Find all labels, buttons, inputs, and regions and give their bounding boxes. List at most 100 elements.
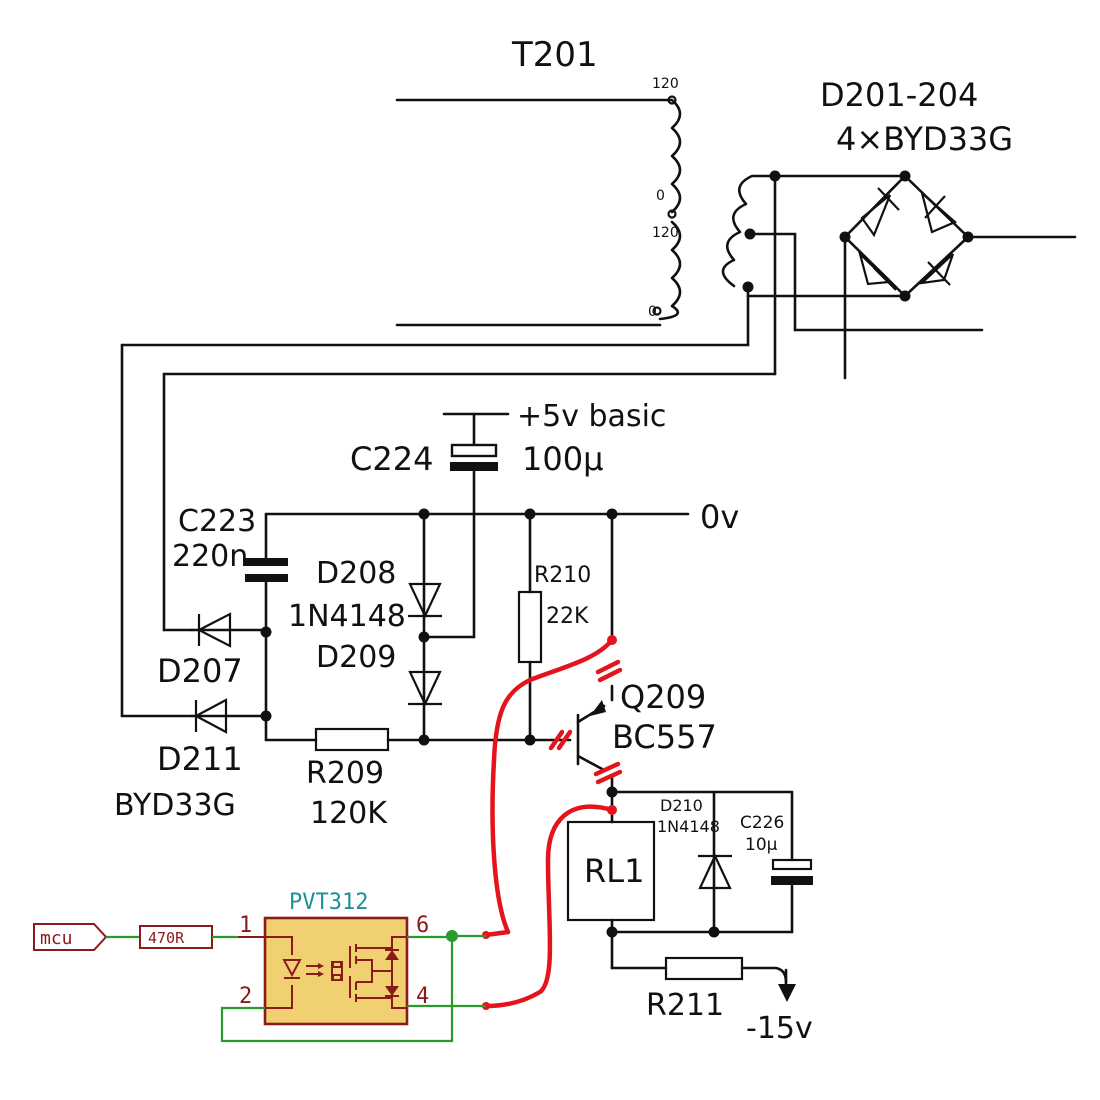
- d210-node: [708, 926, 720, 938]
- c223-node-d207: [260, 626, 272, 638]
- tap-mid-b-label: 120: [652, 225, 679, 241]
- pin2-label: 2: [239, 984, 252, 1009]
- pvt312-internals: [265, 936, 407, 1009]
- tap-mid-dot: [667, 209, 677, 219]
- d207-ref-label: D207: [157, 652, 243, 690]
- resistor-470r-label: 470R: [148, 929, 185, 947]
- r211: R211 -15v: [610, 956, 813, 1046]
- red-cut-e1: [595, 659, 621, 675]
- modification-red: [482, 635, 623, 1010]
- c224-plate-solid: [450, 462, 498, 471]
- c224-ref-label: C224: [350, 440, 433, 478]
- c223-plate-1: [245, 558, 288, 566]
- q209-ref-label: Q209: [620, 678, 706, 716]
- d210-part-label: 1N4148: [657, 817, 720, 836]
- bridge-node-bottom: [899, 290, 911, 302]
- d208-d209-node: [418, 631, 430, 643]
- d208-triangle: [408, 582, 442, 619]
- d208-d209: D208 1N4148 D209: [288, 512, 442, 746]
- r211-ref-label: R211: [646, 988, 724, 1023]
- bridge-diode-4: [918, 253, 955, 286]
- d207: D207: [157, 612, 268, 690]
- bridge-diode-1: [860, 187, 900, 238]
- d209-ref-label: D209: [316, 640, 396, 675]
- red-cut-b1: [548, 729, 565, 751]
- bridge-d201-204: D201-204 4×BYD33G: [746, 76, 1077, 380]
- tap-bot-label: 0: [648, 304, 657, 320]
- mcu-port: [33, 923, 108, 951]
- t201-label: T201: [511, 35, 598, 75]
- pvt312-label: PVT312: [289, 890, 368, 915]
- c226-ref-label: C226: [740, 813, 784, 833]
- d209-triangle: [408, 670, 442, 707]
- red-cut-c2: [595, 769, 623, 785]
- mcu-label: mcu: [40, 928, 73, 949]
- d211: D211 BYD33G: [114, 698, 268, 823]
- mcu-drive-circuit: mcu 470R PVT312 1 2 6 4: [33, 890, 486, 1043]
- red-cut-b2: [556, 729, 573, 751]
- bridge-diode-2: [920, 189, 958, 234]
- d208-part-label: 1N4148: [288, 599, 406, 634]
- primary-winding-lower: [658, 220, 682, 321]
- tap-bot-dot: [652, 306, 662, 316]
- c224-rail-label: +5v basic: [517, 399, 666, 434]
- r211-body: [664, 956, 744, 981]
- r210: R210 22K: [517, 512, 591, 742]
- primary-winding-upper: [670, 98, 682, 214]
- pin6-label: 6: [416, 913, 429, 938]
- rail-neg15-arrow: [778, 984, 796, 1002]
- c223: C223 220n: [172, 504, 288, 742]
- relay-section: RL1 D210 1N4148 C226 10µ: [566, 790, 813, 970]
- bridge-node-top: [899, 170, 911, 182]
- secondary-winding: [721, 174, 777, 288]
- bridge-ref-label: D201-204: [820, 76, 978, 114]
- r210-body: [517, 590, 543, 664]
- c226-plate-solid: [771, 876, 813, 885]
- red-end-a-stub: [483, 929, 511, 938]
- q209-collector-leg: [576, 754, 606, 772]
- r211-wire-right: [740, 966, 788, 984]
- bridge-diamond: [843, 174, 970, 298]
- d211-triangle: [193, 698, 228, 734]
- c224-plate-open: [450, 443, 498, 458]
- red-wire-b: [483, 804, 615, 1009]
- d211-part-label: BYD33G: [114, 788, 236, 823]
- c223-plate-2: [245, 574, 288, 582]
- d208-ref-label: D208: [316, 556, 396, 591]
- d210-triangle: [698, 853, 732, 890]
- c226-plate-open: [771, 858, 813, 871]
- q209-emitter-arrow: [590, 700, 606, 716]
- tap-top-dot: [667, 95, 677, 105]
- feed-wires: [120, 174, 777, 718]
- d211-ref-label: D211: [157, 740, 243, 778]
- pin1-label: 1: [239, 913, 252, 938]
- rail-neg15-label: -15v: [746, 1011, 813, 1046]
- d207-triangle: [196, 612, 232, 648]
- q209-part-label: BC557: [612, 718, 717, 756]
- pin4-label: 4: [416, 984, 429, 1009]
- r209-body: [314, 727, 390, 752]
- r209: R209 120K: [264, 727, 572, 831]
- rail-0v-label: 0v: [700, 498, 739, 536]
- c224-value-label: 100µ: [522, 440, 603, 478]
- tap-top-label: 120: [652, 76, 679, 92]
- c223-value-label: 220n: [172, 539, 248, 574]
- red-wire-a: [490, 637, 615, 935]
- pin2-return-loop: [220, 936, 454, 1043]
- red-cut-e2: [597, 667, 623, 683]
- transformer-t201: T201 120 0 120 0: [395, 35, 984, 332]
- c226-value-label: 10µ: [745, 835, 778, 855]
- tap-mid-a-label: 0: [656, 188, 665, 204]
- r210-ref-label: R210: [534, 563, 591, 588]
- r210-value-label: 22K: [546, 604, 589, 629]
- c223-ref-label: C223: [178, 504, 256, 539]
- rl1-label: RL1: [584, 852, 644, 890]
- c224: +5v basic C224 100µ: [350, 399, 666, 639]
- d210-ref-label: D210: [660, 796, 703, 815]
- rail-0v: 0v: [264, 498, 739, 536]
- bridge-diode-3: [857, 250, 897, 291]
- bridge-part-label: 4×BYD33G: [836, 120, 1013, 158]
- q209: Q209 BC557: [576, 512, 717, 824]
- r209-value-label: 120K: [310, 796, 388, 831]
